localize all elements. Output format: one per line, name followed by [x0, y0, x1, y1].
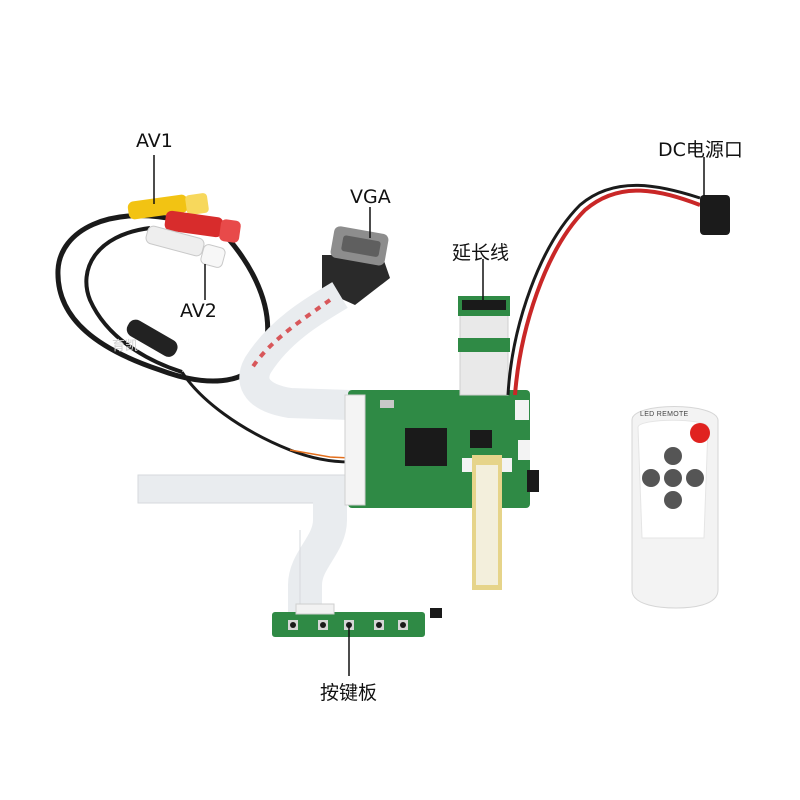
keypad-board	[272, 603, 442, 637]
keypad-button-1	[288, 620, 298, 630]
vga-connector	[322, 226, 390, 305]
keypad-label: 按键板	[320, 682, 378, 704]
rca-red-connector	[164, 210, 241, 243]
ok-button	[664, 469, 682, 487]
remote-brand-text: LED REMOTE	[640, 411, 689, 418]
rca-white-connector	[145, 225, 226, 268]
extension-cable-label: 延长线	[452, 242, 510, 264]
down-button	[664, 491, 682, 509]
keypad-button-5	[398, 620, 408, 630]
watermark-text: 育凯	[112, 338, 139, 353]
vga-ribbon-cable	[239, 282, 351, 420]
av1-label: AV1	[136, 130, 173, 152]
keypad-button-4	[374, 620, 384, 630]
extension-ffc-cable	[458, 296, 510, 590]
dc-power-cable	[506, 183, 730, 396]
right-button	[686, 469, 704, 487]
up-button	[664, 447, 682, 465]
controller-board	[344, 390, 539, 508]
remote-control	[631, 406, 719, 609]
left-button	[642, 469, 660, 487]
vga-label: VGA	[350, 186, 391, 208]
av-cable	[55, 213, 351, 464]
av2-label: AV2	[180, 300, 217, 322]
callout-lines	[153, 155, 705, 676]
keypad-ribbon-cable	[137, 474, 354, 612]
dc-power-label: DC电源口	[658, 139, 743, 161]
keypad-button-2	[318, 620, 328, 630]
power-button	[690, 423, 710, 443]
